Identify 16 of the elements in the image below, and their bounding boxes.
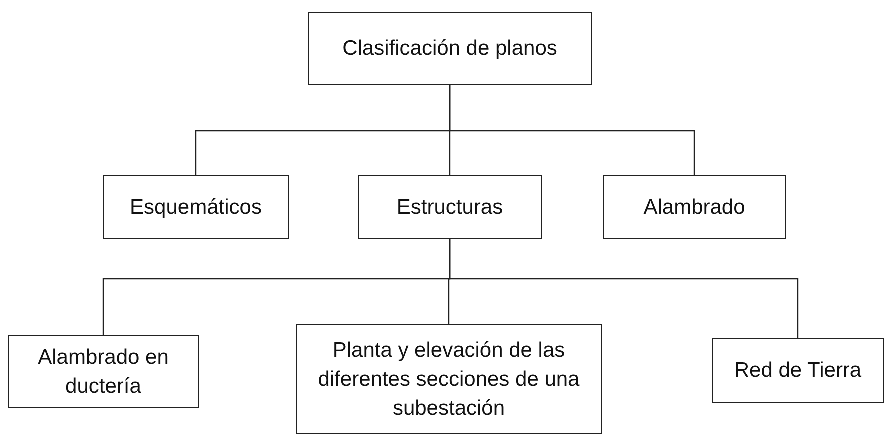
category-box: [308, 12, 592, 85]
category-label: Planta y elevación de las diferentes secciones de una subestación: [317, 338, 581, 422]
category-label: Esquemáticos: [130, 194, 262, 220]
category-box: [8, 335, 199, 408]
category-label: Estructuras: [396, 194, 504, 220]
category-box: [296, 324, 602, 434]
category-label: Red de Tierra: [734, 358, 862, 384]
category-box: [103, 175, 289, 239]
connector-line: [449, 85, 696, 175]
category-label: Alambrado: [644, 194, 746, 220]
category-label: Clasificación de planos: [342, 36, 558, 62]
category-label: Alambrado en ductería: [37, 344, 170, 400]
category-box: [358, 175, 542, 239]
connector-line: [449, 239, 799, 338]
category-box: [603, 175, 786, 239]
category-box: [712, 338, 884, 403]
